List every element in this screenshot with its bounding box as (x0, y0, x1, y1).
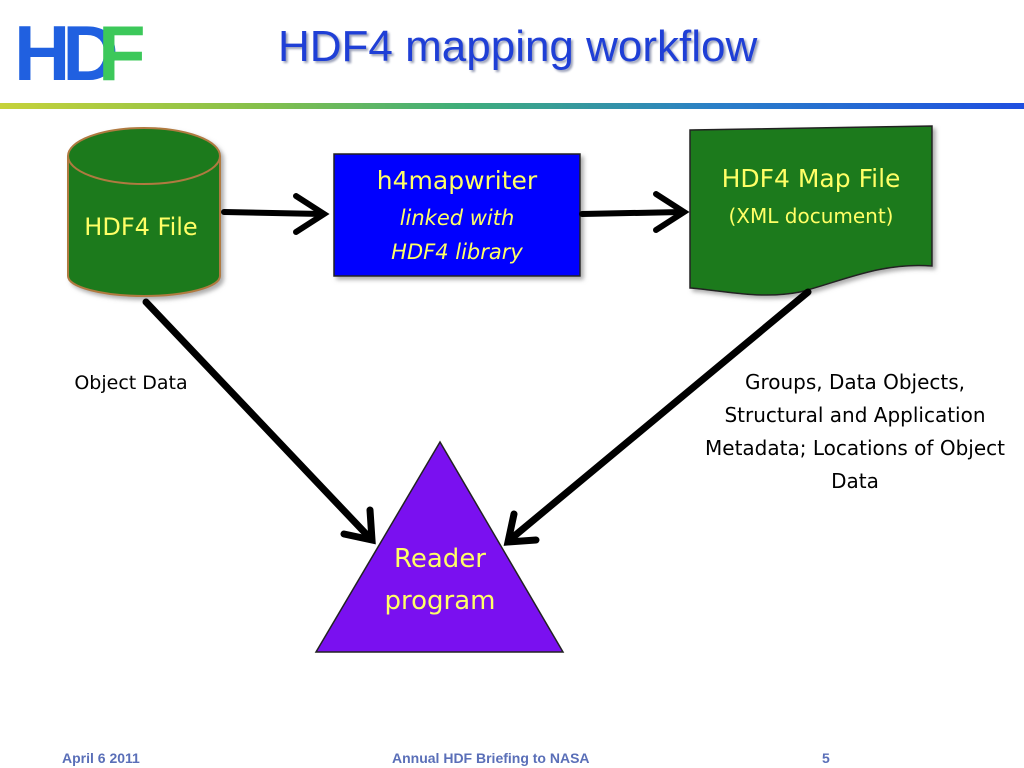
reader-label-line1: Reader (393, 544, 486, 574)
h4mapwriter-title: h4mapwriter (376, 166, 538, 195)
h4mapwriter-subtitle-1: linked with (399, 206, 515, 230)
arrow-file-to-writer (221, 193, 330, 235)
map-file-title: HDF4 Map File (721, 164, 901, 193)
reader-triangle (314, 440, 565, 653)
footer-title: Annual HDF Briefing to NASA (392, 750, 590, 766)
metadata-label: Groups, Data Objects, Structural and App… (705, 370, 1005, 493)
hdf-logo: HD F (14, 14, 146, 90)
page-number: 5 (822, 750, 830, 766)
h4mapwriter-box (333, 153, 581, 277)
page-title: HDF4 mapping workflow (278, 22, 758, 71)
hdf4-file-cylinder (67, 127, 221, 297)
object-data-label: Object Data (74, 372, 188, 394)
svg-text:F: F (98, 14, 146, 90)
hdf4-file-label: HDF4 File (84, 213, 198, 241)
arrow-file-to-reader (142, 298, 376, 545)
header-divider (0, 103, 1024, 109)
reader-label-line2: program (384, 586, 496, 616)
map-file-document (689, 125, 933, 296)
svg-text:HD: HD (14, 14, 116, 90)
h4mapwriter-subtitle-2: HDF4 library (391, 240, 523, 264)
arrow-writer-to-mapfile (579, 191, 690, 233)
map-file-subtitle: (XML document) (728, 204, 894, 228)
arrow-mapfile-to-reader (503, 288, 812, 546)
footer-date: April 6 2011 (62, 750, 140, 766)
